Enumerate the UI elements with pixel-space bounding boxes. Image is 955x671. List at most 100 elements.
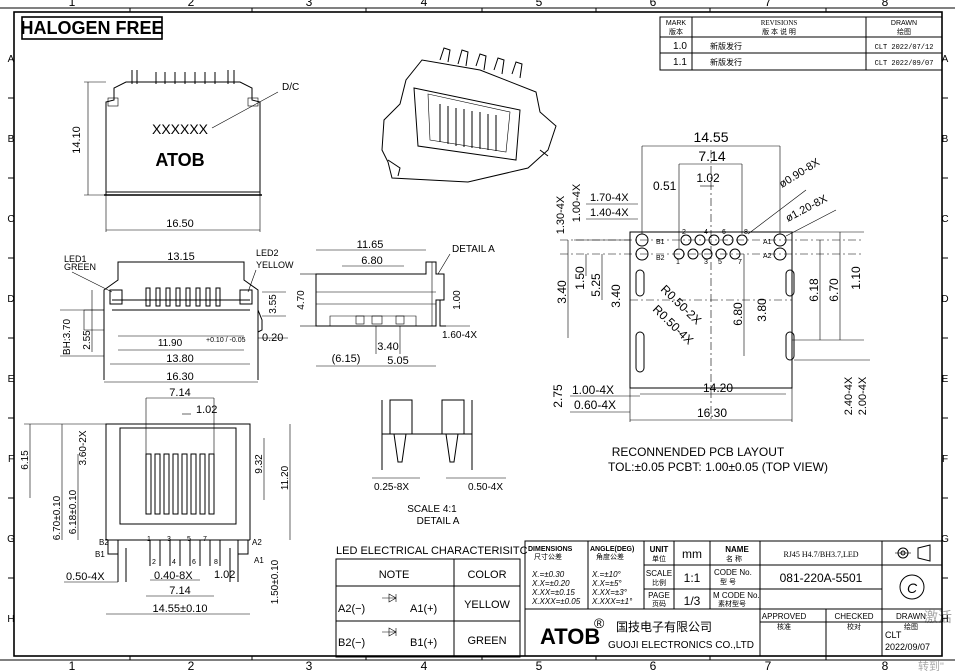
pcb-dim-14-55: 14.55 [693, 129, 728, 145]
tb-drawn-cn: 绘图 [904, 622, 918, 631]
col-label: 6 [650, 659, 657, 671]
pin-a2: A2 [252, 538, 262, 547]
tb-tol-0: X.=±0.30 [531, 570, 565, 579]
tb-unit: UNIT [650, 545, 669, 554]
rev-desc: 新版发行 [710, 41, 742, 51]
led-table: LED ELECTRICAL CHARACTERISITC NOTE COLOR… [335, 545, 528, 658]
pcb-title: RECONNENDED PCB LAYOUT [612, 445, 785, 459]
dim-6-70: 6.70±0.10 [52, 495, 63, 540]
pcb-pin-4: 4 [704, 229, 708, 236]
pcb-dim-7-14: 7.14 [698, 148, 725, 164]
dim-4-70: 4.70 [296, 290, 307, 310]
dim-1-02-bottom: 1.02 [214, 569, 235, 581]
led1-label: LED1 [64, 254, 87, 264]
pcb-dim-14-20: 14.20 [703, 381, 733, 395]
pcb-pin-3: 3 [704, 259, 708, 266]
iso-contacts [439, 104, 497, 151]
pin-b2: B2 [99, 538, 109, 547]
pcb-pin-8: 8 [744, 229, 748, 236]
tb-checked-cn: 校对 [847, 622, 861, 631]
dim-0-40: 0.40-8X [154, 570, 193, 582]
pcb-dim-1-00: 1.00-4X [571, 183, 583, 222]
dim-0-25: 0.25-8X [374, 482, 409, 493]
tb-page: PAGE [648, 591, 670, 600]
pcb-layout: B1 B2 A1 A2 1 2 3 4 5 6 7 8 14.55 7.14 1… [551, 129, 870, 474]
dim-6-18: 6.18±0.10 [68, 489, 79, 534]
dim-0-20: 0.20 [262, 332, 283, 344]
dim-11-65: 11.65 [357, 239, 384, 251]
tb-tol-3: X.XXX=±0.05 [531, 597, 581, 606]
title-block: DIMENSIONS 尺寸公差 ANGLE(DEG) 角度公差 X.=±0.30… [524, 540, 943, 657]
pcb-dim-3-40: 3.40 [555, 280, 569, 304]
dim-0-50: 0.50-4X [468, 482, 503, 493]
brand-marking: ATOB [155, 150, 204, 170]
row-label: E [942, 374, 949, 385]
pcb-dim-3-40b: 3.40 [609, 284, 623, 308]
mid-pins [145, 287, 221, 307]
pcb-dim-1-02: 1.02 [696, 171, 720, 185]
pcb-dim-6-80: 6.80 [731, 302, 745, 326]
pin-1: 1 [147, 536, 151, 543]
pcb-dim-1-70: 1.70-4X [590, 192, 629, 204]
pcb-dim-5-25: 5.25 [589, 273, 603, 297]
tb-angle-cn: 角度公差 [596, 552, 624, 561]
tb-code-cn: 型 号 [720, 577, 736, 586]
isometric-view [381, 47, 557, 183]
tb-approved: APPROVED [762, 612, 807, 621]
pcb-dim-1-10: 1.10 [849, 266, 863, 290]
halogen-free-text: HALOGEN FREE [20, 18, 163, 38]
rev-header-drawn-cn: 绘图 [897, 27, 911, 36]
tb-atol-2: X.XX=±3° [591, 588, 628, 597]
dim-1-50: 1.50±0.10 [270, 559, 281, 604]
tb-atol-3: X.XXX=±1° [591, 597, 633, 606]
row-label: D [941, 294, 948, 305]
row-label: G [7, 534, 15, 545]
copyright-icon [899, 574, 925, 600]
rev-header-drawn: DRAWN [891, 20, 917, 27]
col-label: 6 [650, 0, 657, 9]
row-label: D [7, 294, 14, 305]
pcb-dim-0-60: 0.60-4X [574, 398, 616, 412]
tb-approved-cn: 核准 [777, 622, 791, 631]
pcb-dim-1-50: 1.50 [573, 266, 587, 290]
company-logo-reg: ® [594, 615, 605, 631]
rev-drawn: CLT 2022/09/07 [875, 60, 934, 68]
dim-6-15: (6.15) [332, 353, 361, 365]
dim-width: 16.50 [166, 218, 194, 230]
dim-11-90-tol: +0.10 / -0.05 [206, 337, 246, 344]
row-label: C [7, 214, 14, 225]
tb-mcode-cn: 素材型号 [718, 599, 746, 608]
tb-mcode: M CODE No. [713, 591, 760, 600]
detail-name: DETAIL A [417, 516, 460, 527]
row-label: E [8, 374, 15, 385]
pcb-dim-3-80: 3.80 [755, 298, 769, 322]
led1-color: GREEN [64, 262, 96, 272]
bottom-leads [117, 540, 239, 582]
dim-13-15: 13.15 [167, 251, 195, 263]
tb-angle: ANGLE(DEG) [590, 546, 634, 553]
led-row1-minus: A2(−) [338, 603, 365, 615]
pcb-dim-2-75: 2.75 [551, 384, 565, 408]
dim-2-55: 2.55 [82, 330, 93, 350]
col-label: 4 [421, 0, 428, 9]
rev-desc: 新版发行 [710, 57, 742, 67]
dim-11-20: 11.20 [280, 465, 291, 490]
pcb-pin-5: 5 [718, 259, 722, 266]
pcb-dim-1-20: ø1.20-8X [784, 193, 830, 225]
dim-1-02-top: 1.02 [196, 404, 217, 416]
pcb-dim-0-51: 0.51 [653, 179, 677, 193]
dim-3-40: 3.40 [377, 341, 398, 353]
tb-atol-1: X.X=±5° [591, 579, 622, 588]
activation-watermark: 激活 转到" [918, 609, 952, 671]
pcb-dim-2-00: 2.00-4X [857, 376, 869, 415]
side-view: 11.65 6.80 DETAIL A 4.70 1.00 1.60-4X 3.… [296, 239, 495, 367]
tb-atol-0: X.=±10° [591, 570, 622, 579]
rev-mark: 1.0 [673, 41, 687, 52]
led2-color: YELLOW [256, 260, 294, 270]
pin-6: 6 [192, 559, 196, 566]
row-label: C [941, 214, 948, 225]
tb-dimensions: DIMENSIONS [528, 546, 573, 553]
bottom-contacts [145, 453, 215, 515]
pcb-pin-2: 2 [682, 229, 686, 236]
tb-checked: CHECKED [834, 612, 873, 621]
